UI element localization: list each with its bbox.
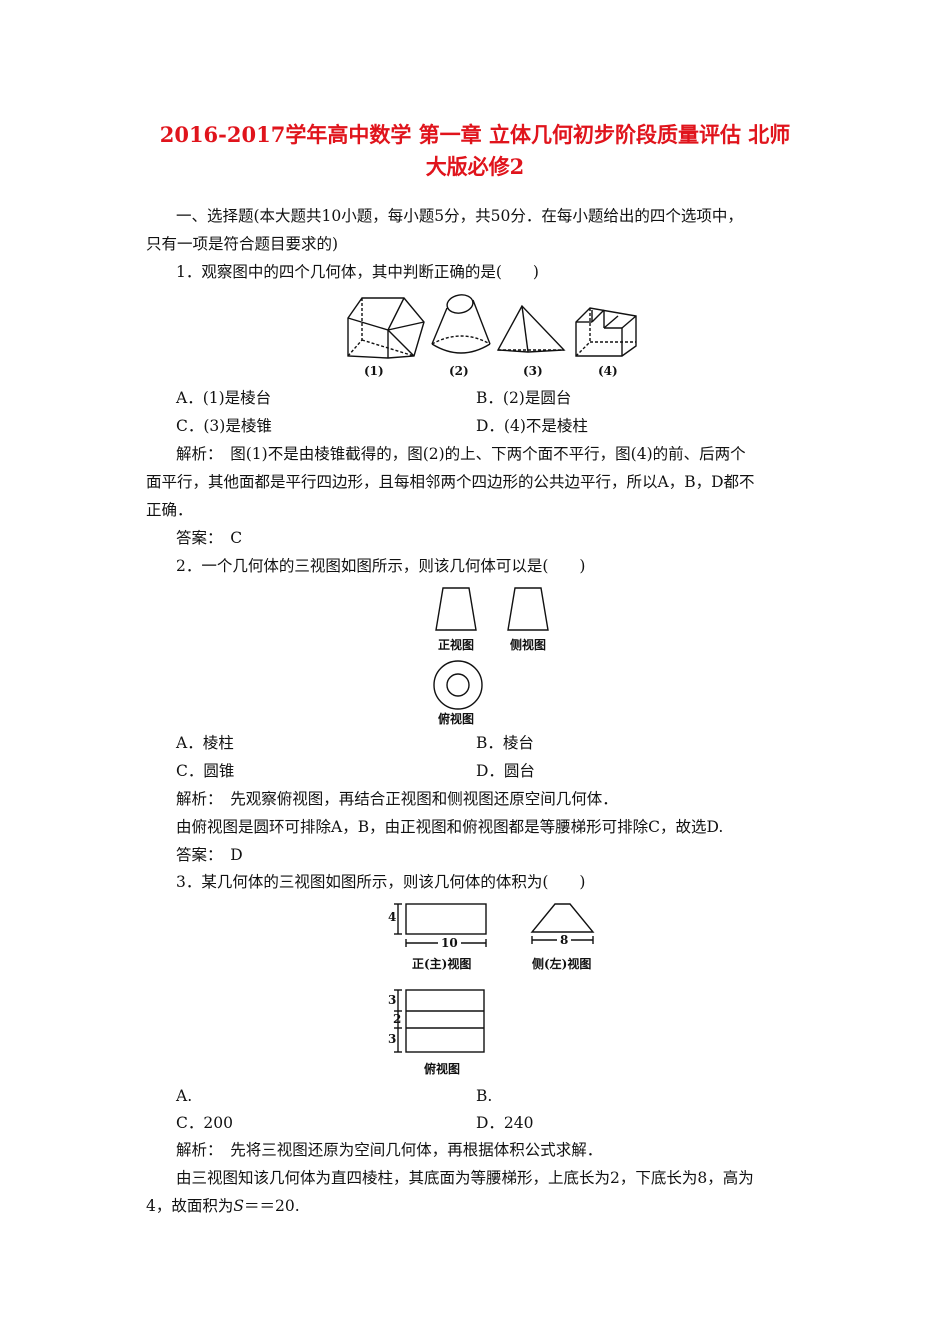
q2-top-view-outer-circle — [433, 660, 483, 710]
q2-analysis-line2: 由俯视图是圆环可排除A，B，由正视图和俯视图都是等腰梯形可排除C，故选D. — [176, 818, 724, 836]
q3-dim-front-height: 4 — [388, 910, 397, 924]
q2-three-views-figure — [433, 587, 549, 710]
q3-side-view-label: 侧(左)视图 — [532, 957, 592, 971]
q1-analysis-line3: 正确． — [146, 501, 193, 519]
q1-option-c: C．(3)是棱锥 — [176, 417, 272, 435]
q2-analysis-line1: 解析： 先观察俯视图，再结合正视图和侧视图还原空间几何体． — [176, 790, 618, 808]
q3-analysis-line2: 由三视图知该几何体为直四棱柱，其底面为等腰梯形，上底长为2，下底长为8，高为 — [176, 1169, 754, 1187]
q2-top-view-inner-circle — [446, 673, 470, 697]
document-title-line2: 大版必修2 — [425, 154, 525, 179]
q3-stem: 3．某几何体的三视图如图所示，则该几何体的体积为( ) — [176, 873, 586, 891]
q3-dim-top-b: 2 — [393, 1012, 402, 1026]
q2-side-view-label: 侧视图 — [510, 638, 547, 652]
q2-option-b: B．棱台 — [476, 734, 534, 752]
q2-stem: 2．一个几何体的三视图如图所示，则该几何体可以是( ) — [176, 557, 586, 575]
solid-1-shape — [347, 297, 425, 359]
q3-option-b: B. — [476, 1087, 493, 1105]
q3-analysis-line1: 解析： 先将三视图还原为空间几何体，再根据体积公式求解． — [176, 1141, 603, 1159]
q3-option-d: D．240 — [476, 1114, 534, 1132]
q1-option-d: D．(4)不是棱柱 — [476, 417, 588, 435]
q1-solids-figure — [347, 294, 637, 359]
q3-analysis-line3: 4，故面积为S＝＝20. — [146, 1196, 300, 1216]
q1-analysis-line2: 面平行，其他面都是平行四边形，且每相邻两个四边形的公共边平行，所以A，B，D都不 — [146, 473, 755, 491]
q2-answer: 答案： D — [176, 846, 243, 864]
q3-analysis-line3-pre: 4，故面积为 — [146, 1197, 234, 1215]
q3-option-c: C．200 — [176, 1114, 233, 1132]
solid-2-label: (2) — [449, 364, 469, 378]
q3-dim-front-width: 10 — [438, 936, 461, 950]
q2-option-d: D．圆台 — [476, 762, 535, 780]
q3-dim-side-width: 8 — [557, 933, 572, 947]
q1-answer: 答案： C — [176, 529, 243, 547]
q3-top-view-label: 俯视图 — [424, 1062, 461, 1076]
q3-side-view-trapezoid — [530, 903, 595, 933]
q3-analysis-line3-post: ＝＝20. — [244, 1197, 300, 1215]
q2-top-view-label: 俯视图 — [438, 712, 475, 726]
solid-3-shape — [496, 304, 566, 353]
solid-2-shape — [431, 294, 491, 354]
q2-front-view-label: 正视图 — [438, 638, 475, 652]
solid-3-label: (3) — [523, 364, 543, 378]
section-intro-line1: 一、选择题(本大题共10小题，每小题5分，共50分．在每小题给出的四个选项中， — [176, 207, 743, 225]
q3-dim-top-c: 3 — [388, 1032, 397, 1046]
q2-side-view-trapezoid — [507, 587, 549, 631]
q1-option-a: A．(1)是棱台 — [176, 389, 272, 407]
q3-three-views-figure — [394, 903, 595, 1053]
q2-option-c: C．圆锥 — [176, 762, 235, 780]
q3-front-view-rect — [405, 903, 487, 935]
solid-4-label: (4) — [598, 364, 618, 378]
q3-dim-top-a: 3 — [388, 993, 397, 1007]
q3-top-view-rect — [405, 989, 485, 1053]
q1-option-b: B．(2)是圆台 — [476, 389, 572, 407]
document-title-line1: 2016-2017学年高中数学 第一章 立体几何初步阶段质量评估 北师 — [159, 122, 791, 147]
q2-front-view-trapezoid — [435, 587, 477, 631]
q3-front-view-label: 正(主)视图 — [412, 957, 472, 971]
q1-stem: 1．观察图中的四个几何体，其中判断正确的是( ) — [176, 263, 539, 281]
section-intro-line2: 只有一项是符合题目要求的) — [146, 235, 339, 253]
solid-4-shape — [575, 307, 637, 357]
q1-analysis-line1: 解析： 图(1)不是由棱锥截得的，图(2)的上、下两个面不平行，图(4)的前、后… — [176, 445, 746, 463]
q2-option-a: A．棱柱 — [176, 734, 234, 752]
solid-1-label: (1) — [364, 364, 384, 378]
q3-option-a: A. — [176, 1087, 193, 1105]
q3-area-variable: S — [233, 1197, 244, 1215]
